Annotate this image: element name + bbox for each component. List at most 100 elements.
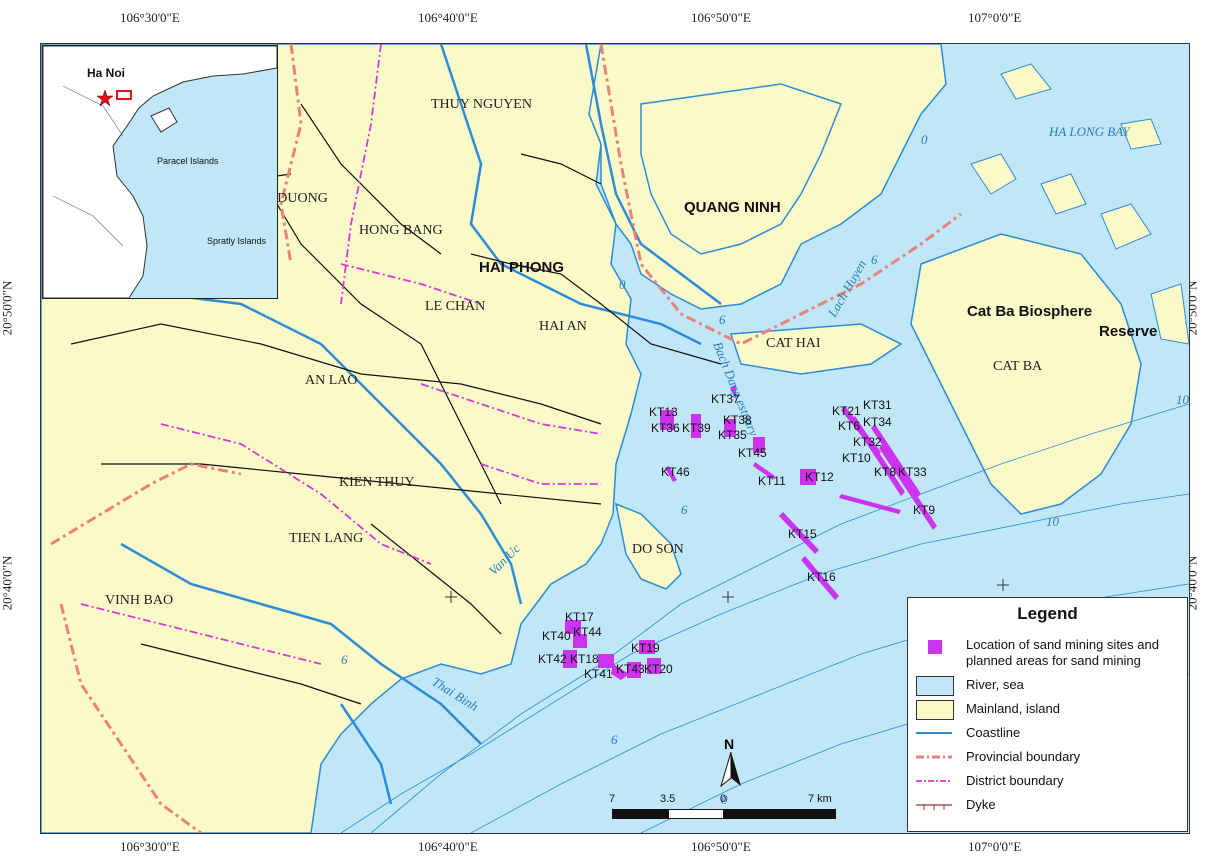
label-hong-bang: HONG BANG xyxy=(359,223,443,238)
site-label-kt34: KT34 xyxy=(863,415,892,429)
site-kt15 xyxy=(779,512,819,554)
site-kt11 xyxy=(753,462,775,480)
depth-label-1: 0 xyxy=(619,277,626,292)
label-le-chan: LE CHAN xyxy=(425,299,485,314)
site-label-kt31: KT31 xyxy=(863,398,892,412)
label-ha-long-bay: HA LONG BAY xyxy=(1048,124,1131,139)
scale-tick-0: 0 xyxy=(720,793,727,805)
provincial-line-icon xyxy=(916,748,952,766)
site-kt42 xyxy=(563,650,577,668)
site-label-kt36: KT36 xyxy=(651,421,680,435)
depth-label-6: 6 xyxy=(611,732,618,747)
site-kt6 xyxy=(851,416,905,496)
site-kt12 xyxy=(800,469,816,485)
legend-item-sand-mining: Location of sand mining sites and planne… xyxy=(914,634,1182,668)
inset-label-paracel: Paracel Islands xyxy=(157,156,219,166)
lon-label-top-1: 106°30'0"E xyxy=(120,10,180,25)
site-kt33 xyxy=(879,444,937,530)
inset-label-spratly: Spratly Islands xyxy=(207,236,267,246)
site-label-kt42: KT42 xyxy=(538,652,567,666)
inset-land xyxy=(43,46,277,298)
site-kt17 xyxy=(565,620,581,634)
label-lach-huyen: Lach Huyen xyxy=(824,257,869,320)
site-kt43 xyxy=(627,662,641,678)
site-label-kt45: KT45 xyxy=(738,446,767,460)
legend-item-dyke: Dyke xyxy=(914,794,1182,816)
provincial-boundary xyxy=(50,44,962,833)
dyke-line-icon xyxy=(916,796,952,814)
sand-mining-sites xyxy=(563,384,937,680)
site-kt20 xyxy=(647,658,661,674)
do-son-peninsula xyxy=(614,502,682,590)
site-label-kt46: KT46 xyxy=(661,465,690,479)
site-label-kt41: KT41 xyxy=(584,667,613,681)
legend-item-provincial: Provincial boundary xyxy=(914,746,1182,768)
site-label-kt32: KT32 xyxy=(853,435,882,449)
site-kt39 xyxy=(691,414,701,438)
site-label-kt15: KT15 xyxy=(788,527,817,541)
site-kt34 xyxy=(871,424,921,498)
inset-map[interactable]: Ha Noi Paracel Islands Spratly Islands xyxy=(42,45,278,299)
depth-label-7: 6 xyxy=(341,652,348,667)
site-label-kt8: KT8 xyxy=(874,465,896,479)
lat-label-left-2: 20°40'0"N xyxy=(0,555,15,611)
site-kt9 xyxy=(839,494,901,514)
legend-label-mainland: Mainland, island xyxy=(966,701,1060,716)
legend-item-mainland: Mainland, island xyxy=(914,698,1182,720)
label-hai-an: HAI AN xyxy=(539,319,587,334)
inset-study-area-box xyxy=(116,90,132,100)
legend-label-sand-mining-1: Location of sand mining sites and xyxy=(966,637,1159,652)
site-label-kt21: KT21 xyxy=(832,404,861,418)
site-label-kt10: KT10 xyxy=(842,451,871,465)
inset-canvas xyxy=(43,46,277,298)
lat-label-left-1: 20°50'0"N xyxy=(0,280,15,336)
lon-label-bottom-3: 106°50'0"E xyxy=(691,839,751,854)
site-label-kt38: KT38 xyxy=(723,413,752,427)
scale-tick-7km: 7 km xyxy=(808,793,832,805)
rivers xyxy=(120,44,722,805)
label-cat-ba-reserve-2: Reserve xyxy=(1099,323,1157,340)
depth-label-2: 6 xyxy=(719,312,726,327)
depth-label-3: 6 xyxy=(681,502,688,517)
legend-item-coastline: Coastline xyxy=(914,722,1182,744)
inset-hainan xyxy=(150,107,178,133)
site-label-kt18: KT18 xyxy=(570,652,599,666)
map-frame[interactable]: THUY NGUYEN QUANG NINH HA LONG BAY VI DU… xyxy=(40,43,1190,834)
label-cat-ba: CAT BA xyxy=(993,359,1043,374)
depth-label-9: 10 xyxy=(1176,392,1189,407)
label-cat-ba-reserve-1: Cat Ba Biosphere xyxy=(967,303,1092,320)
magenta-square-icon xyxy=(916,638,952,656)
label-quang-ninh: QUANG NINH xyxy=(684,199,781,216)
depth-label-10: 6 xyxy=(871,252,878,267)
coastline-line-icon xyxy=(916,724,952,742)
site-label-kt20: KT20 xyxy=(644,662,673,676)
label-do-son: DO SON xyxy=(632,542,684,557)
site-kt18 xyxy=(598,654,614,668)
site-label-kt19: KT19 xyxy=(631,641,660,655)
site-label-kt33: KT33 xyxy=(898,465,927,479)
depth-label-8: 0 xyxy=(921,132,928,147)
label-tien-lang: TIEN LANG xyxy=(289,531,363,546)
inset-label-ha-noi: Ha Noi xyxy=(87,66,126,80)
lon-label-top-2: 106°40'0"E xyxy=(418,10,478,25)
site-kt35 xyxy=(724,419,736,437)
mainland-swatch-icon xyxy=(916,700,954,720)
site-label-kt43: KT43 xyxy=(616,662,645,676)
north-arrow-label: N xyxy=(724,736,735,752)
site-label-kt12: KT12 xyxy=(805,470,834,484)
legend-item-river-sea: River, sea xyxy=(914,674,1182,696)
site-label-kt44: KT44 xyxy=(573,625,602,639)
legend-label-coastline: Coastline xyxy=(966,725,1021,740)
lon-label-top-4: 107°0'0"E xyxy=(968,10,1022,25)
site-label-kt16: KT16 xyxy=(807,570,836,584)
label-thuy-nguyen: THUY NGUYEN xyxy=(431,97,532,112)
graticule-crosses xyxy=(445,579,1009,603)
site-kt41 xyxy=(611,664,629,680)
label-an-lao: AN LAO xyxy=(305,373,358,388)
district-line-icon xyxy=(916,772,952,790)
legend-item-district: District boundary xyxy=(914,770,1182,792)
label-cat-hai: CAT HAI xyxy=(766,336,821,351)
label-vinh-bao: VINH BAO xyxy=(105,593,173,608)
lon-label-bottom-2: 106°40'0"E xyxy=(418,839,478,854)
site-label-kt39: KT39 xyxy=(682,421,711,435)
